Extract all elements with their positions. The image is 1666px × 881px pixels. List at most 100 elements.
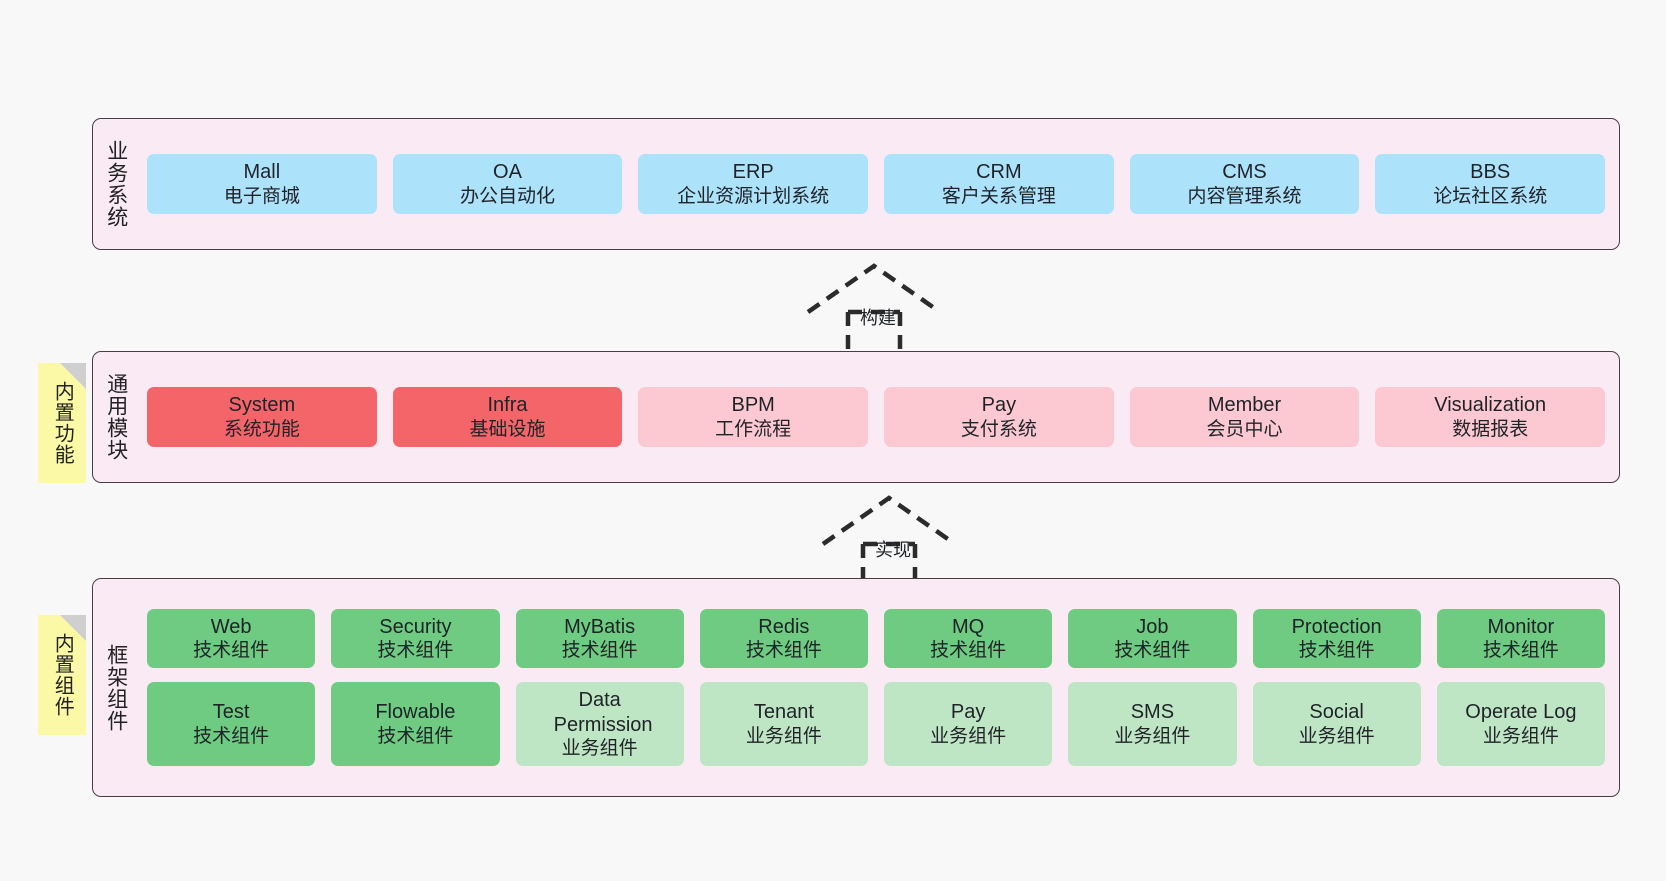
box-subtitle: 技术组件 — [193, 725, 270, 747]
box-subtitle: 电子商城 — [223, 185, 300, 207]
box-subtitle: 数据报表 — [1452, 418, 1529, 440]
box-mall[interactable]: Mall 电子商城 — [147, 154, 377, 214]
layer-body-business-system: Mall 电子商城 OA 办公自动化 ERP 企业资源计划系统 CRM 客户关系… — [139, 119, 1619, 249]
box-mybatis[interactable]: MyBatis 技术组件 — [515, 608, 684, 669]
box-title: System — [228, 394, 296, 417]
box-subtitle: 业务组件 — [1298, 725, 1375, 747]
box-title: CRM — [976, 161, 1022, 184]
note-fold-corner-icon — [60, 363, 86, 389]
box-subtitle: 技术组件 — [930, 640, 1007, 662]
layer-row: Test 技术组件 Flowable 技术组件 Data Permission … — [147, 682, 1605, 767]
box-sms[interactable]: SMS 业务组件 — [1068, 682, 1237, 767]
box-test[interactable]: Test 技术组件 — [147, 682, 316, 767]
box-title: Mall — [243, 161, 281, 184]
box-member[interactable]: Member 会员中心 — [1129, 387, 1360, 447]
box-redis[interactable]: Redis 技术组件 — [699, 608, 868, 669]
sticky-note-builtin-function: 内置功能 — [38, 363, 86, 483]
box-title: Data Permission — [553, 689, 653, 736]
layer-body-framework-component: Web 技术组件 Security 技术组件 MyBatis 技术组件 Redi… — [139, 579, 1619, 796]
box-subtitle: 技术组件 — [1114, 640, 1191, 662]
connector-build-label: 构建 — [860, 308, 896, 328]
box-system[interactable]: System 系统功能 — [147, 387, 377, 447]
box-web[interactable]: Web 技术组件 — [147, 608, 316, 669]
box-job[interactable]: Job 技术组件 — [1068, 608, 1237, 669]
box-pay[interactable]: Pay 支付系统 — [884, 387, 1114, 447]
box-subtitle: 基础设施 — [469, 418, 546, 440]
box-subtitle: 业务组件 — [1114, 725, 1191, 747]
box-subtitle: 工作流程 — [715, 418, 792, 440]
box-title: CMS — [1222, 161, 1267, 184]
box-title: Tenant — [753, 701, 814, 724]
box-subtitle: 企业资源计划系统 — [677, 185, 830, 207]
box-title: Web — [210, 615, 252, 638]
layer-title-framework-component: 框架组件 — [104, 643, 128, 732]
layer-common-module: 通用模块 System 系统功能 Infra 基础设施 BPM 工作流程 Pay… — [92, 351, 1620, 483]
box-subtitle: 业务组件 — [745, 725, 822, 747]
note-fold-corner-icon — [60, 615, 86, 641]
layer-title-common-module: 通用模块 — [104, 373, 128, 461]
box-bpm[interactable]: BPM 工作流程 — [638, 387, 869, 447]
connector-build-shape — [806, 263, 942, 354]
box-subtitle: 技术组件 — [1298, 640, 1375, 662]
box-title: Operate Log — [1465, 701, 1577, 724]
arrowhead-up — [806, 263, 942, 314]
box-security[interactable]: Security 技术组件 — [331, 608, 500, 669]
box-subtitle: 会员中心 — [1206, 418, 1283, 440]
layer-row: System 系统功能 Infra 基础设施 BPM 工作流程 Pay 支付系统… — [147, 387, 1606, 447]
box-protection[interactable]: Protection 技术组件 — [1252, 608, 1421, 669]
box-subtitle: 技术组件 — [1482, 640, 1559, 662]
box-subtitle: 内容管理系统 — [1187, 185, 1302, 207]
box-subtitle: 技术组件 — [193, 640, 270, 662]
box-title: Member — [1207, 394, 1282, 417]
layer-row: Mall 电子商城 OA 办公自动化 ERP 企业资源计划系统 CRM 客户关系… — [147, 154, 1606, 214]
box-subtitle: 技术组件 — [377, 640, 454, 662]
box-title: MQ — [952, 615, 985, 638]
box-subtitle: 业务组件 — [561, 738, 638, 760]
box-visualization[interactable]: Visualization 数据报表 — [1375, 387, 1606, 447]
layer-business-system: 业务系统 Mall 电子商城 OA 办公自动化 ERP 企业资源计划系统 CRM… — [92, 118, 1620, 250]
box-mq[interactable]: MQ 技术组件 — [884, 608, 1053, 669]
box-subtitle: 技术组件 — [745, 640, 822, 662]
box-monitor[interactable]: Monitor 技术组件 — [1436, 608, 1605, 669]
connector-build: 构建 — [800, 262, 948, 354]
box-subtitle: 系统功能 — [223, 418, 300, 440]
box-title: SMS — [1130, 701, 1175, 724]
box-title: Security — [379, 615, 452, 638]
box-pay-component[interactable]: Pay 业务组件 — [884, 682, 1053, 767]
box-title: Infra — [487, 394, 528, 417]
box-subtitle: 技术组件 — [377, 725, 454, 747]
box-title: MyBatis — [564, 615, 636, 638]
box-title: Protection — [1291, 615, 1382, 638]
box-title: BPM — [731, 394, 775, 417]
box-crm[interactable]: CRM 客户关系管理 — [884, 154, 1114, 214]
box-title: Job — [1136, 615, 1169, 638]
box-title: Test — [212, 701, 250, 724]
box-subtitle: 论坛社区系统 — [1433, 185, 1548, 207]
box-tenant[interactable]: Tenant 业务组件 — [699, 682, 868, 767]
box-title: BBS — [1470, 161, 1511, 184]
layer-framework-component: 框架组件 Web 技术组件 Security 技术组件 MyBatis 技术组件… — [92, 578, 1620, 797]
box-erp[interactable]: ERP 企业资源计划系统 — [638, 154, 869, 214]
box-bbs[interactable]: BBS 论坛社区系统 — [1375, 154, 1606, 214]
box-flowable[interactable]: Flowable 技术组件 — [331, 682, 500, 767]
box-subtitle: 业务组件 — [930, 725, 1007, 747]
arrowhead-up — [821, 495, 957, 546]
box-title: Redis — [758, 615, 810, 638]
box-subtitle: 支付系统 — [960, 418, 1037, 440]
box-title: ERP — [732, 161, 774, 184]
layer-title-business-system: 业务系统 — [104, 140, 128, 228]
box-operate-log[interactable]: Operate Log 业务组件 — [1436, 682, 1605, 767]
box-social[interactable]: Social 业务组件 — [1252, 682, 1421, 767]
box-title: Flowable — [375, 701, 456, 724]
connector-implement-label: 实现 — [875, 540, 911, 560]
box-data-permission[interactable]: Data Permission 业务组件 — [515, 682, 684, 767]
box-title: Social — [1309, 701, 1364, 724]
box-subtitle: 业务组件 — [1482, 725, 1559, 747]
box-subtitle: 办公自动化 — [460, 185, 556, 207]
box-infra[interactable]: Infra 基础设施 — [392, 387, 623, 447]
box-cms[interactable]: CMS 内容管理系统 — [1129, 154, 1360, 214]
box-oa[interactable]: OA 办公自动化 — [392, 154, 623, 214]
sticky-note-label: 内置功能 — [51, 381, 74, 465]
layer-row: Web 技术组件 Security 技术组件 MyBatis 技术组件 Redi… — [147, 608, 1605, 669]
